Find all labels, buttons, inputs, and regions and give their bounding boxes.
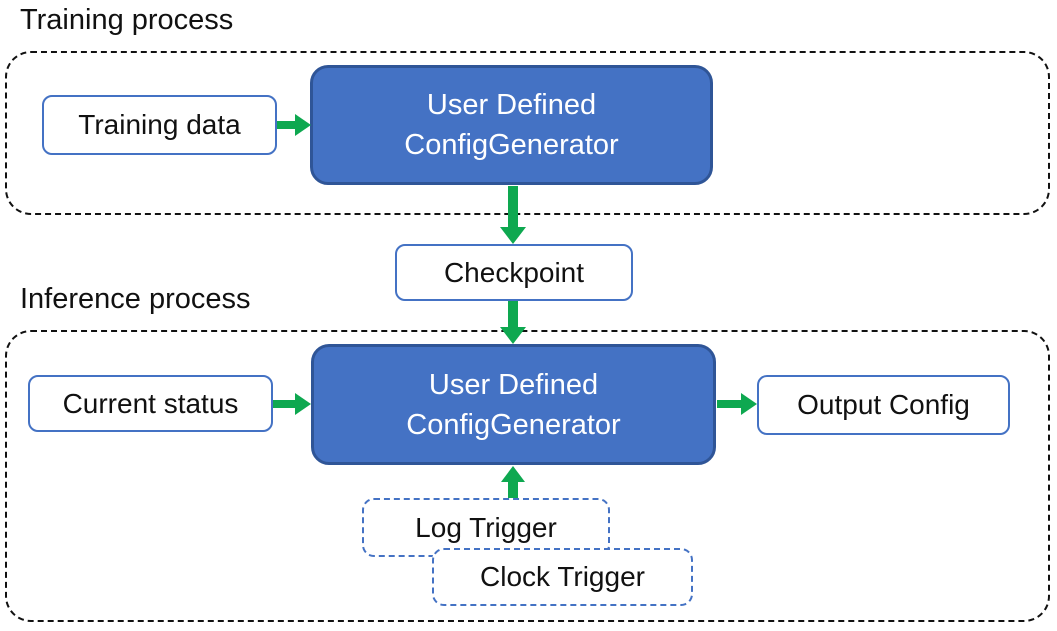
arrow-generator-to-checkpoint <box>500 186 526 244</box>
arrow-shaft <box>508 480 518 498</box>
arrow-training-data-to-generator <box>277 114 311 136</box>
training-data-box: Training data <box>42 95 277 155</box>
arrow-head-right-icon <box>295 393 311 415</box>
training-data-label: Training data <box>78 109 241 140</box>
training-config-generator-box: User Defined ConfigGenerator <box>310 65 713 185</box>
arrow-head-right-icon <box>741 393 757 415</box>
log-trigger-box: Log Trigger <box>362 498 610 557</box>
arrow-head-up-icon <box>501 466 525 482</box>
arrow-head-right-icon <box>295 114 311 136</box>
arrow-current-status-to-generator <box>273 393 311 415</box>
training-process-container <box>5 51 1050 215</box>
training-process-label: Training process <box>20 4 234 36</box>
training-config-generator-line2: ConfigGenerator <box>404 129 619 161</box>
clock-trigger-label: Clock Trigger <box>480 561 645 592</box>
arrow-checkpoint-to-inference-generator <box>500 301 526 344</box>
arrow-shaft <box>508 186 518 228</box>
arrow-head-down-icon <box>500 327 526 344</box>
inference-config-generator-box: User Defined ConfigGenerator <box>311 344 716 465</box>
log-trigger-label: Log Trigger <box>415 511 557 543</box>
arrow-triggers-to-generator <box>501 466 525 498</box>
arrow-shaft <box>277 121 297 129</box>
checkpoint-label: Checkpoint <box>443 256 585 288</box>
arrow-head-down-icon <box>500 227 526 244</box>
arrow-shaft <box>717 400 743 408</box>
arrow-shaft <box>273 400 297 408</box>
output-config-box: Output Config <box>757 375 1010 435</box>
output-config-label: Output Config <box>797 389 970 420</box>
clock-trigger-box: Clock Trigger <box>432 548 693 606</box>
current-status-label: Current status <box>62 387 239 419</box>
inference-process-container <box>5 330 1050 622</box>
training-config-generator-line1: User Defined <box>426 89 597 121</box>
current-status-box: Current status <box>28 375 273 432</box>
arrow-generator-to-output-config <box>717 393 757 415</box>
inference-process-label: Inference process <box>20 283 251 315</box>
inference-config-generator-line1: User Defined <box>428 368 599 401</box>
arrow-shaft <box>508 301 518 328</box>
inference-config-generator-line2: ConfigGenerator <box>406 408 621 441</box>
checkpoint-box: Checkpoint <box>395 244 633 301</box>
